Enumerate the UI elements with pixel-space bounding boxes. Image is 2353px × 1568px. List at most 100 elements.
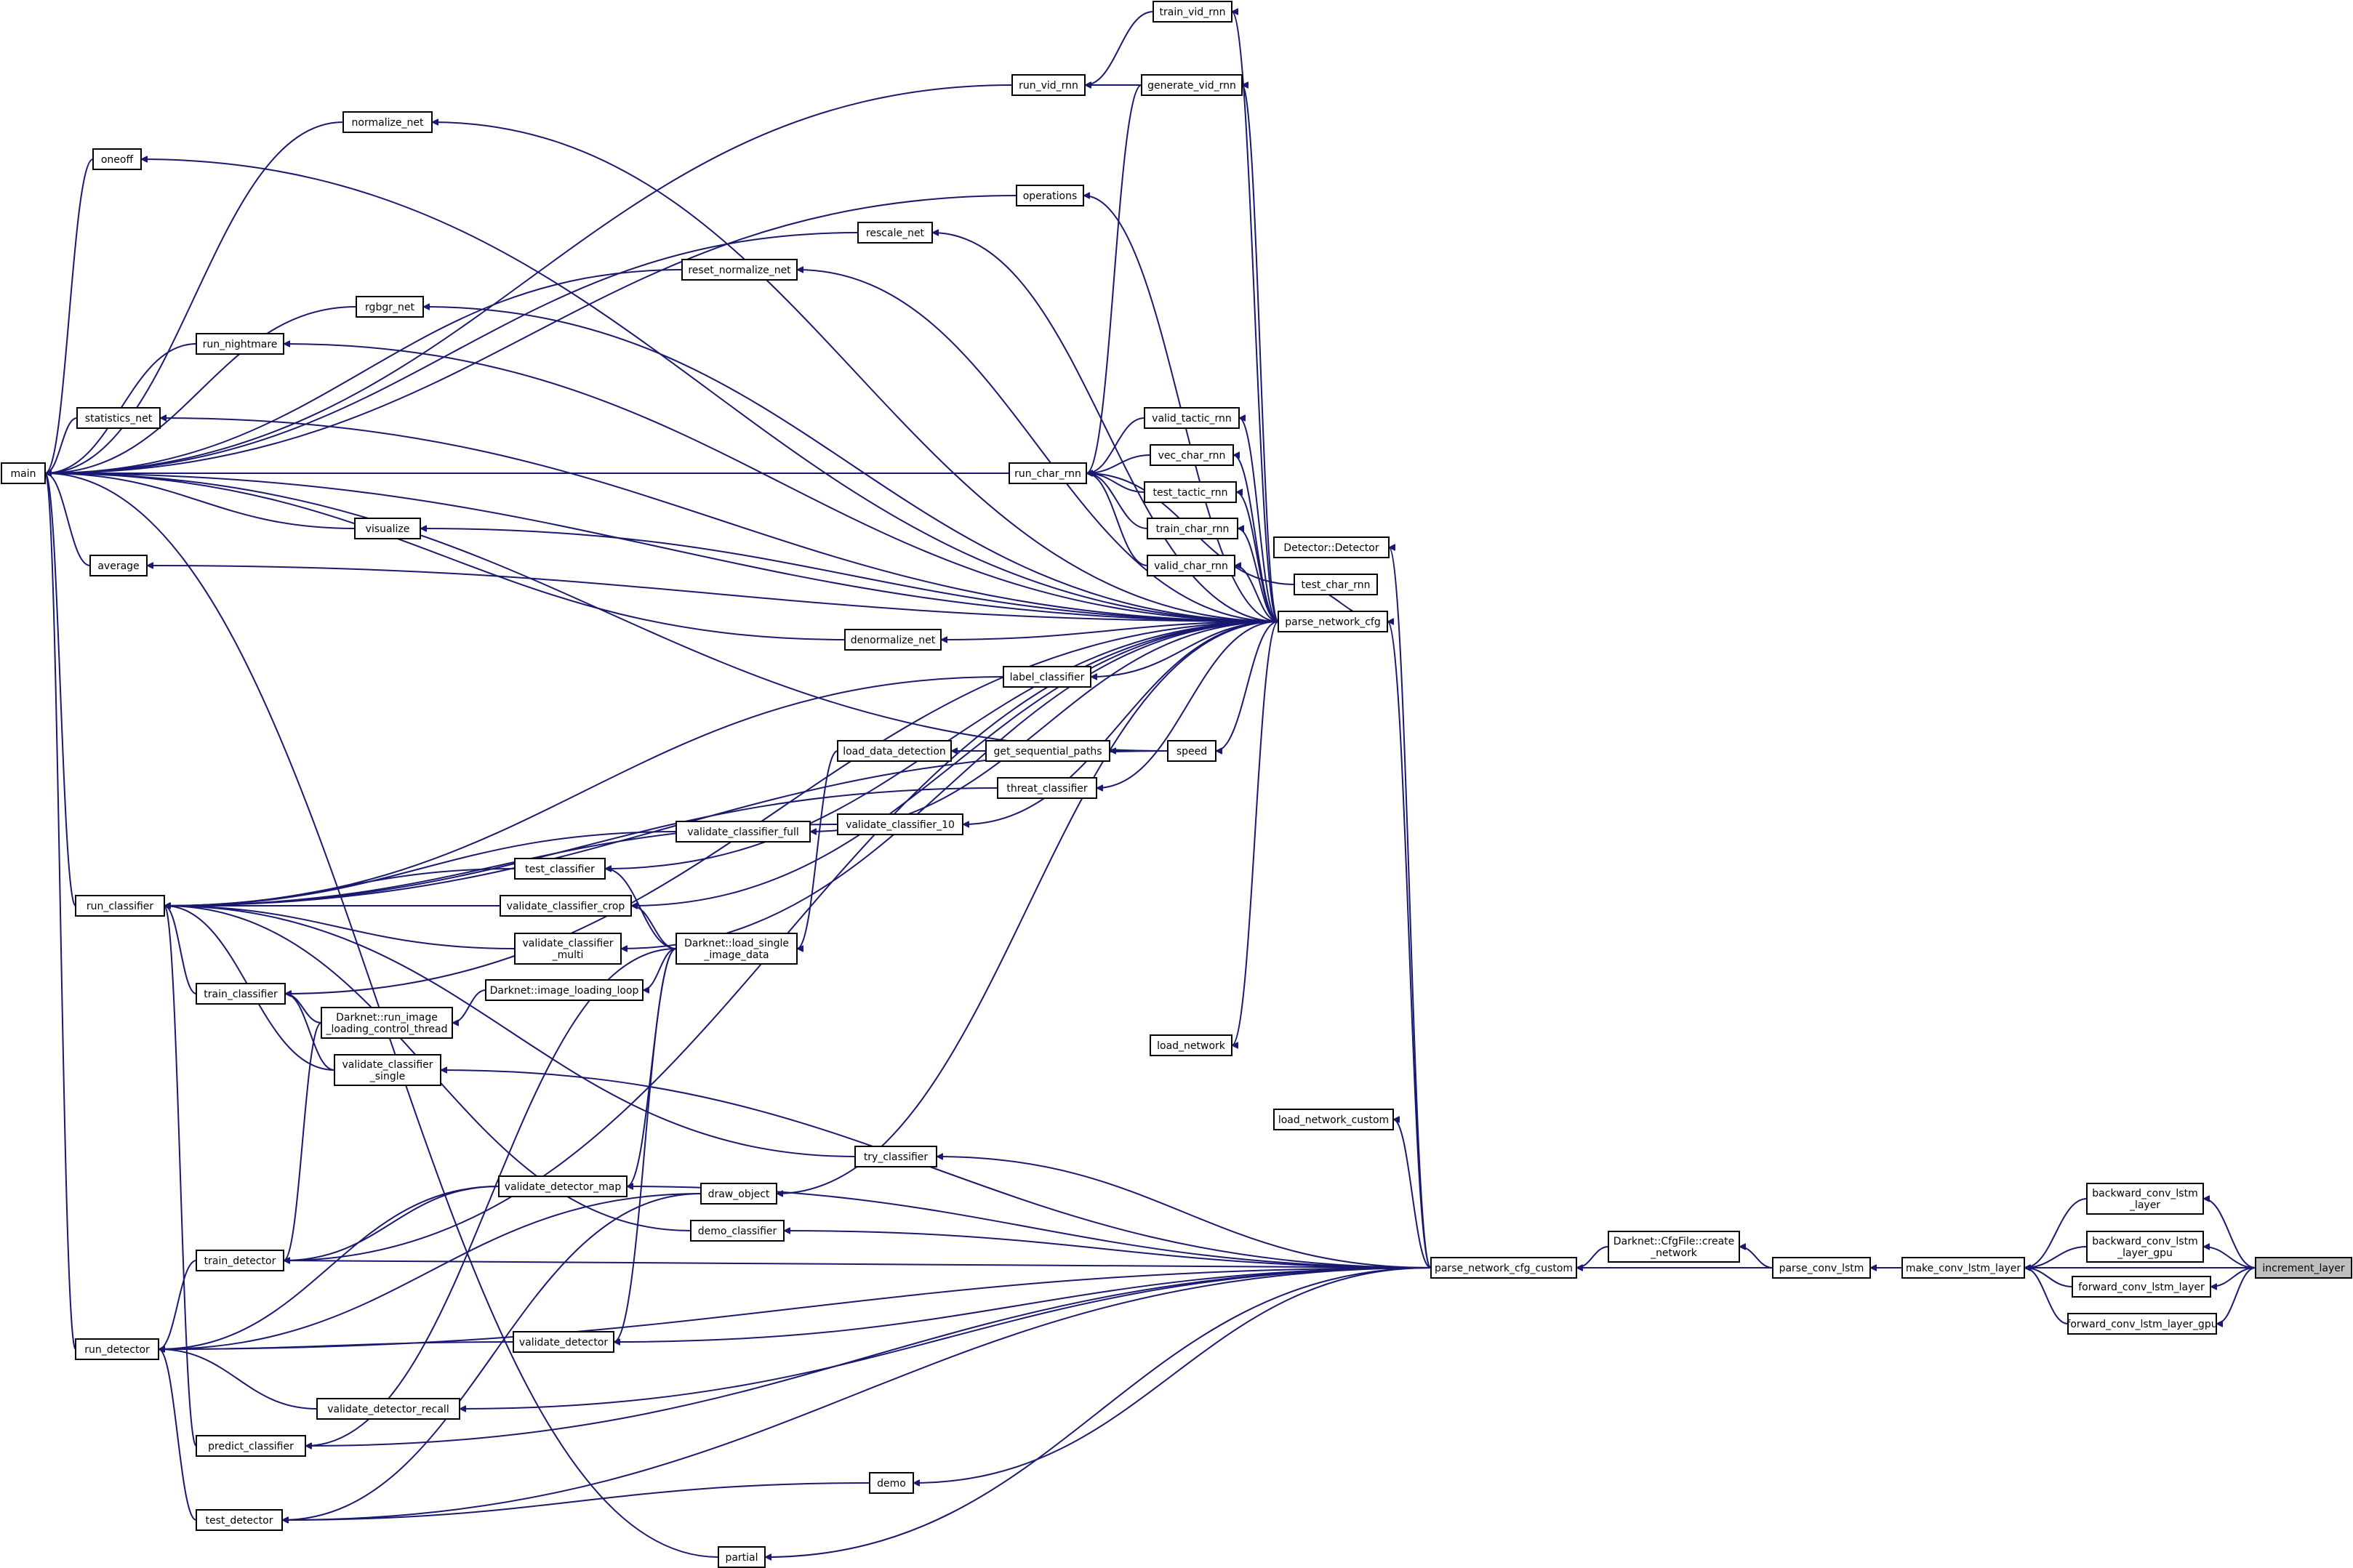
node-average[interactable]: average — [89, 555, 148, 576]
node-box[interactable] — [1144, 481, 1237, 503]
node-box[interactable] — [1141, 74, 1243, 96]
node-box[interactable] — [342, 111, 433, 133]
node-box[interactable] — [857, 222, 933, 244]
node-rgbgr-net[interactable]: rgbgr_net — [356, 296, 424, 318]
node-make-conv-lstm-layer[interactable]: make_conv_lstm_layer — [1901, 1257, 2025, 1279]
node-box[interactable] — [1430, 1257, 1577, 1279]
node-normalize-net[interactable]: normalize_net — [342, 111, 433, 133]
node-validate-classifier-10[interactable]: validate_classifier_10 — [837, 813, 963, 835]
node-load-network[interactable]: load_network — [1150, 1034, 1232, 1056]
node-box[interactable] — [1901, 1257, 2025, 1279]
node-test-tactic-rnn[interactable]: test_tactic_rnn — [1144, 481, 1237, 503]
node-darknet-cfgfile-create-network[interactable]: Darknet::CfgFile::create_network — [1608, 1231, 1740, 1263]
node-validate-classifier-crop[interactable]: validate_classifier_crop — [500, 895, 632, 917]
node-main[interactable]: main — [1, 462, 46, 484]
node-box[interactable] — [75, 1338, 159, 1360]
node-forward-conv-lstm-layer-gpu[interactable]: forward_conv_lstm_layer_gpu — [2067, 1313, 2218, 1335]
node-statistics-net[interactable]: statistics_net — [76, 407, 161, 429]
node-generate-vid-rnn[interactable]: generate_vid_rnn — [1141, 74, 1243, 96]
node-box[interactable] — [2067, 1313, 2217, 1335]
node-box[interactable] — [1150, 444, 1234, 466]
node-validate-classifier-full[interactable]: validate_classifier_full — [676, 821, 811, 843]
node-demo-classifier[interactable]: demo_classifier — [690, 1220, 785, 1242]
node-box[interactable] — [76, 407, 161, 429]
node-box[interactable] — [500, 895, 632, 917]
node-box[interactable] — [2072, 1276, 2211, 1298]
node-threat-classifier[interactable]: threat_classifier — [997, 777, 1097, 799]
node-validate-detector[interactable]: validate_detector — [513, 1331, 614, 1353]
node-box[interactable] — [498, 1175, 628, 1197]
node-box[interactable] — [354, 518, 421, 539]
node-box[interactable] — [1167, 740, 1216, 762]
node-operations[interactable]: operations — [1016, 185, 1084, 206]
node-box[interactable] — [837, 740, 952, 762]
node-validate-classifier-single[interactable]: validate_classifier_single — [334, 1054, 441, 1086]
node-backward-conv-lstm-layer[interactable]: backward_conv_lstm_layer — [2086, 1183, 2204, 1215]
node-box[interactable] — [196, 983, 286, 1005]
node-box[interactable] — [321, 1007, 453, 1039]
node-box[interactable] — [997, 777, 1097, 799]
node-speed[interactable]: speed — [1167, 740, 1216, 762]
node-box[interactable] — [1147, 555, 1235, 576]
node-rescale-net[interactable]: rescale_net — [857, 222, 933, 244]
node-valid-tactic-rnn[interactable]: valid_tactic_rnn — [1144, 407, 1240, 429]
node-box[interactable] — [514, 858, 606, 880]
node-box[interactable] — [837, 813, 963, 835]
node-box[interactable] — [356, 296, 424, 318]
node-oneoff[interactable]: oneoff — [92, 148, 142, 170]
node-box[interactable] — [1016, 185, 1084, 206]
node-box[interactable] — [1009, 462, 1087, 484]
node-partial[interactable]: partial — [718, 1546, 766, 1568]
node-box[interactable] — [1150, 1034, 1232, 1056]
node-train-char-rnn[interactable]: train_char_rnn — [1147, 518, 1238, 539]
node-box[interactable] — [690, 1220, 785, 1242]
node-run-classifier[interactable]: run_classifier — [75, 895, 165, 917]
node-box[interactable] — [1772, 1257, 1871, 1279]
node-run-vid-rnn[interactable]: run_vid_rnn — [1011, 74, 1086, 96]
node-parse-network-cfg[interactable]: parse_network_cfg — [1278, 611, 1388, 632]
node-box[interactable] — [334, 1054, 441, 1086]
node-draw-object[interactable]: draw_object — [700, 1183, 777, 1205]
node-train-vid-rnn[interactable]: train_vid_rnn — [1153, 1, 1232, 23]
node-box[interactable] — [1147, 518, 1238, 539]
node-box[interactable] — [1273, 536, 1390, 558]
node-run-char-rnn[interactable]: run_char_rnn — [1009, 462, 1087, 484]
node-vec-char-rnn[interactable]: vec_char_rnn — [1150, 444, 1234, 466]
node-train-classifier[interactable]: train_classifier — [196, 983, 286, 1005]
node-detector-detector[interactable]: Detector::Detector — [1273, 536, 1390, 558]
node-box[interactable] — [75, 895, 165, 917]
node-test-detector[interactable]: test_detector — [196, 1509, 283, 1531]
node-reset-normalize-net[interactable]: reset_normalize_net — [681, 259, 798, 281]
node-validate-detector-map[interactable]: validate_detector_map — [498, 1175, 628, 1197]
node-box[interactable] — [1, 462, 46, 484]
node-box[interactable] — [1608, 1231, 1740, 1263]
node-get-sequential-paths[interactable]: get_sequential_paths — [985, 740, 1110, 762]
node-test-char-rnn[interactable]: test_char_rnn — [1294, 574, 1378, 595]
node-box[interactable] — [1003, 666, 1091, 688]
node-box[interactable] — [316, 1398, 460, 1420]
node-box[interactable] — [844, 629, 942, 651]
node-box[interactable] — [92, 148, 142, 170]
node-demo[interactable]: demo — [869, 1472, 914, 1494]
node-box[interactable] — [700, 1183, 777, 1205]
node-load-network-custom[interactable]: load_network_custom — [1273, 1109, 1394, 1130]
node-backward-conv-lstm-layer-gpu[interactable]: backward_conv_lstm_layer_gpu — [2086, 1231, 2204, 1263]
node-darknet-run-image-loading-control-thread[interactable]: Darknet::run_image_loading_control_threa… — [321, 1007, 453, 1039]
node-box[interactable] — [485, 979, 644, 1001]
node-box[interactable] — [196, 1435, 306, 1457]
node-box[interactable] — [1144, 407, 1240, 429]
node-validate-classifier-multi[interactable]: validate_classifier_multi — [514, 933, 622, 965]
node-box[interactable] — [196, 333, 284, 355]
node-box[interactable] — [869, 1472, 914, 1494]
node-box[interactable] — [196, 1250, 284, 1271]
node-box[interactable] — [2086, 1183, 2204, 1215]
node-darknet-image-loading-loop[interactable]: Darknet::image_loading_loop — [485, 979, 644, 1001]
node-predict-classifier[interactable]: predict_classifier — [196, 1435, 306, 1457]
node-test-classifier[interactable]: test_classifier — [514, 858, 606, 880]
node-darknet-load-single-image-data[interactable]: Darknet::load_single_image_data — [676, 933, 798, 965]
node-box[interactable] — [514, 933, 622, 965]
node-visualize[interactable]: visualize — [354, 518, 421, 539]
node-parse-network-cfg-custom[interactable]: parse_network_cfg_custom — [1430, 1257, 1577, 1279]
node-box[interactable] — [985, 740, 1110, 762]
node-box[interactable] — [676, 933, 798, 965]
